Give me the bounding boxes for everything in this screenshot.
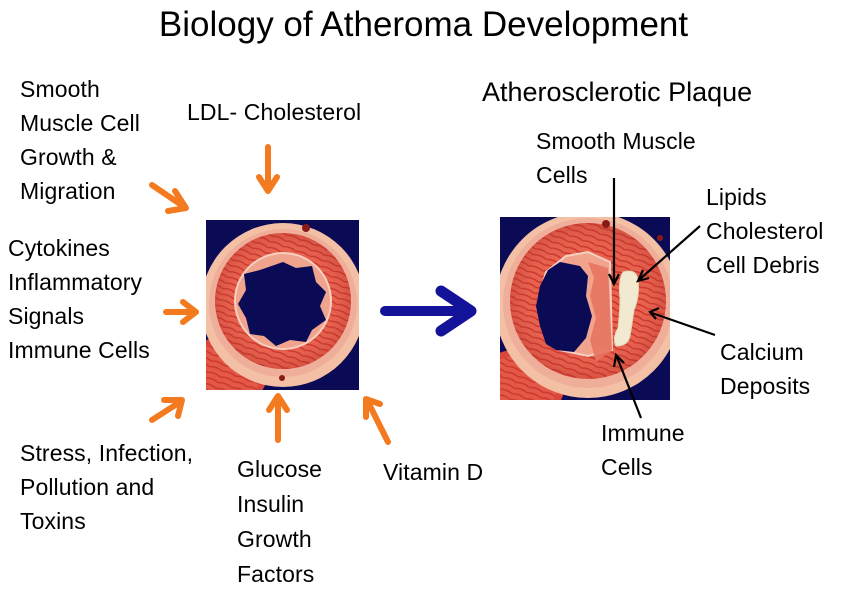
arrow-vitamin-d — [363, 396, 391, 445]
arrow-ldl — [256, 144, 280, 194]
factor-vitamin-d-label: Vitamin D — [383, 459, 484, 485]
label-smooth-muscle-cells: Smooth Muscle Cells — [536, 128, 696, 188]
pointer-calcium — [648, 306, 716, 337]
plaque-artery-image — [500, 217, 670, 400]
healthy-lumen — [238, 262, 326, 346]
pointer-lipids — [636, 225, 701, 283]
transition-arrow — [380, 285, 477, 337]
label-immune-cells: Immune Cells — [601, 420, 685, 480]
plaque-deposit — [613, 270, 639, 347]
pointer-smooth-muscle-cells — [608, 178, 620, 287]
factor-smooth-muscle-label: Smooth Muscle Cell Growth & Migration — [20, 76, 140, 204]
arrow-stress — [149, 397, 185, 423]
factor-ldl-label: LDL- Cholesterol — [187, 99, 362, 125]
factor-cytokines-label: Cytokines Inflammatory Signals Immune Ce… — [8, 235, 150, 363]
plaque-title: Atherosclerotic Plaque — [482, 77, 753, 107]
arrow-cytokines — [163, 299, 199, 325]
page-title: Biology of Atheroma Development — [158, 5, 689, 44]
pointer-immune-cells — [612, 352, 643, 419]
factor-glucose-label: Glucose Insulin Growth Factors — [237, 456, 323, 587]
plaque-lumen — [536, 262, 592, 352]
factor-stress-label: Stress, Infection, Pollution and Toxins — [20, 440, 194, 534]
healthy-artery-image — [206, 220, 359, 390]
label-calcium: Calcium Deposits — [720, 339, 811, 399]
arrow-smooth-muscle — [149, 182, 189, 214]
label-lipids: Lipids Cholesterol Cell Debris — [706, 184, 824, 278]
arrow-glucose — [266, 393, 290, 443]
